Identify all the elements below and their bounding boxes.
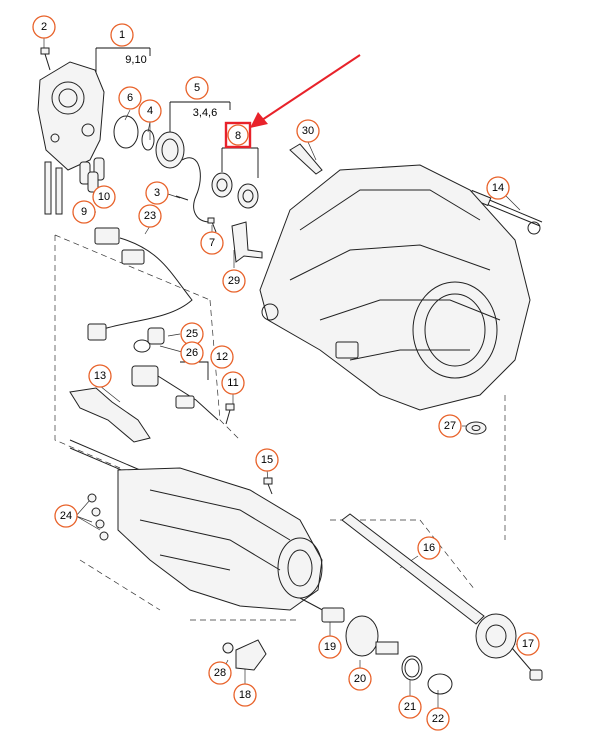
callout-5-sub-label: 3,4,6: [193, 107, 217, 119]
part-seal-5: [155, 131, 185, 169]
part-cover-18: [235, 639, 267, 671]
part-bushings-25-26: [133, 327, 165, 353]
callout-2[interactable]: 2: [32, 15, 56, 39]
callout-3[interactable]: 3: [145, 181, 169, 205]
callout-6[interactable]: 6: [118, 86, 142, 110]
svg-text:17: 17: [522, 638, 534, 650]
callout-21[interactable]: 21: [398, 695, 422, 719]
callout-13[interactable]: 13: [88, 364, 112, 388]
part-spring-clip-3: [175, 157, 211, 223]
callout-27[interactable]: 27: [438, 414, 462, 438]
callout-15[interactable]: 15: [255, 448, 279, 472]
svg-text:26: 26: [186, 347, 198, 359]
svg-text:3: 3: [154, 187, 160, 199]
svg-text:14: 14: [492, 182, 504, 194]
part-cover-plate: [37, 61, 105, 171]
part-sensor-12: [131, 365, 219, 421]
callout-19[interactable]: 19: [318, 635, 342, 659]
svg-text:24: 24: [60, 510, 72, 522]
svg-text:19: 19: [324, 641, 336, 653]
callout-16[interactable]: 16: [417, 536, 441, 560]
part-ring-4: [141, 129, 155, 151]
part-bolt-15: [263, 477, 273, 495]
part-gear-20: [345, 615, 399, 657]
callout-1[interactable]: 1: [110, 23, 134, 47]
svg-text:1: 1: [119, 29, 125, 41]
svg-text:18: 18: [239, 689, 251, 701]
svg-text:13: 13: [94, 370, 106, 382]
callout-18[interactable]: 18: [233, 683, 257, 707]
svg-text:5: 5: [194, 82, 200, 94]
part-sealant-tube-30: [289, 143, 323, 175]
svg-text:23: 23: [144, 210, 156, 222]
callout-7[interactable]: 7: [200, 231, 224, 255]
part-gearbox-housing: [259, 164, 531, 411]
callout-1-sub-label: 9,10: [125, 54, 146, 66]
svg-text:9: 9: [81, 206, 87, 218]
part-ring-21: [401, 655, 423, 681]
part-ring-22: [427, 673, 453, 695]
callout-12[interactable]: 12: [210, 345, 234, 369]
callout-4[interactable]: 4: [138, 99, 162, 123]
svg-text:15: 15: [261, 454, 273, 466]
part-bearings-8: [211, 172, 259, 209]
callout-22[interactable]: 22: [426, 707, 450, 731]
svg-text:25: 25: [186, 328, 198, 340]
svg-text:16: 16: [423, 542, 435, 554]
svg-text:6: 6: [127, 92, 133, 104]
part-bolt-11: [225, 403, 235, 425]
callout-10[interactable]: 10: [92, 185, 116, 209]
svg-text:8: 8: [235, 130, 241, 142]
callout-24[interactable]: 24: [54, 504, 78, 528]
part-gear-housing-lower: [69, 439, 331, 615]
callout-29[interactable]: 29: [222, 269, 246, 293]
part-spline-19: [321, 607, 345, 623]
svg-text:30: 30: [302, 125, 314, 137]
callout-25[interactable]: 25: [180, 322, 204, 346]
callout-8-highlighted[interactable]: 8: [224, 121, 252, 149]
part-sleeves-10: [79, 157, 105, 193]
part-shaft-16: [341, 513, 517, 659]
svg-text:22: 22: [432, 713, 444, 725]
part-studs-9: [44, 161, 63, 215]
part-oring-6: [113, 115, 139, 149]
part-washer-28: [222, 642, 234, 654]
callout-23[interactable]: 23: [138, 204, 162, 228]
highlight-arrow: [250, 54, 361, 128]
part-bolt-2: [40, 47, 51, 71]
callout-28[interactable]: 28: [208, 661, 232, 685]
svg-text:4: 4: [147, 105, 153, 117]
svg-text:11: 11: [227, 377, 238, 389]
callout-11[interactable]: 11: [221, 371, 245, 395]
callout-17[interactable]: 17: [516, 632, 540, 656]
svg-text:28: 28: [214, 667, 226, 679]
svg-text:12: 12: [216, 351, 228, 363]
svg-text:2: 2: [41, 21, 47, 33]
part-bolt-17: [511, 647, 543, 681]
callout-20[interactable]: 20: [348, 667, 372, 691]
callout-14[interactable]: 14: [486, 176, 510, 200]
svg-text:20: 20: [354, 673, 366, 685]
callout-9[interactable]: 9: [72, 200, 96, 224]
callout-26[interactable]: 26: [180, 341, 204, 365]
callout-5[interactable]: 5: [185, 76, 209, 100]
part-bracket-13: [69, 387, 151, 443]
svg-text:7: 7: [209, 237, 215, 249]
part-wiring-harness-23: [87, 227, 193, 341]
svg-text:10: 10: [98, 191, 110, 203]
part-plugs-24: [87, 493, 109, 541]
callout-30[interactable]: 30: [296, 119, 320, 143]
svg-text:29: 29: [228, 275, 240, 287]
part-washer-27: [465, 421, 487, 435]
part-shift-lever-29: [231, 221, 263, 263]
svg-text:21: 21: [404, 701, 416, 713]
part-bolt-7: [207, 217, 217, 233]
svg-text:27: 27: [444, 420, 456, 432]
